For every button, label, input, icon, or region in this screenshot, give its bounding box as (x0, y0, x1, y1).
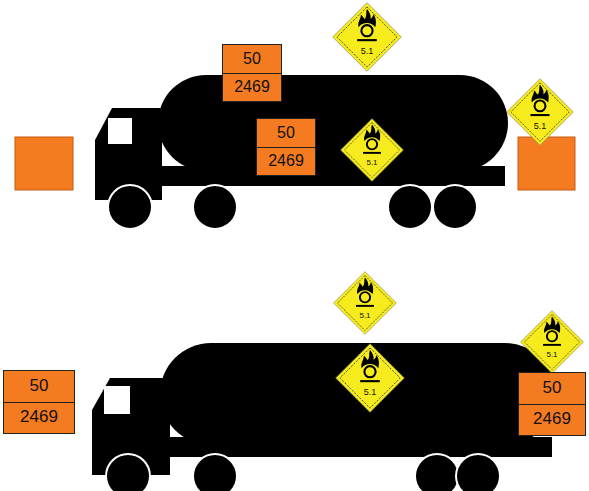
plate-half: 2469 (519, 404, 585, 436)
hazard-number: 50 (543, 379, 562, 398)
un-number: 2469 (533, 410, 571, 429)
plate-half: 2469 (223, 73, 281, 102)
hazard-diamond: 5.1 (506, 78, 574, 146)
diamond-outline (335, 343, 405, 413)
orange-plate: 50 2469 (518, 372, 586, 436)
un-number: 2469 (234, 78, 270, 96)
class-number: 5.1 (506, 122, 574, 131)
class-number: 5.1 (332, 47, 402, 56)
diamond-outline (340, 118, 404, 182)
orange-plate: 50 2469 (222, 44, 282, 102)
plate-half: 50 (4, 371, 74, 402)
class-number: 5.1 (520, 351, 584, 359)
bottom-truck (92, 343, 556, 491)
diamond-outline (333, 271, 397, 335)
plate-half: 50 (519, 373, 585, 404)
class-number: 5.1 (333, 312, 397, 320)
plate-half: 2469 (257, 147, 315, 176)
hazard-number: 50 (277, 124, 295, 142)
plate-half: 2469 (4, 402, 74, 434)
hazard-diamond: 5.1 (335, 343, 405, 413)
un-number: 2469 (268, 152, 304, 170)
diamond-outline (520, 310, 584, 374)
top-truck (15, 75, 575, 229)
hazard-diamond: 5.1 (333, 271, 397, 335)
hazard-number: 50 (243, 50, 261, 68)
orange-plate: 50 2469 (3, 370, 75, 434)
hazard-number: 50 (30, 377, 49, 396)
diamond-outline (506, 78, 574, 146)
orange-plate: 50 2469 (256, 118, 316, 176)
diamond-outline (332, 2, 402, 72)
plate-half: 50 (257, 119, 315, 147)
hazard-diamond: 5.1 (332, 2, 402, 72)
hazard-diamond: 5.1 (520, 310, 584, 374)
hazard-diamond: 5.1 (340, 118, 404, 182)
un-number: 2469 (20, 408, 58, 427)
plate-half: 50 (223, 45, 281, 73)
class-number: 5.1 (340, 159, 404, 167)
class-number: 5.1 (335, 388, 405, 397)
